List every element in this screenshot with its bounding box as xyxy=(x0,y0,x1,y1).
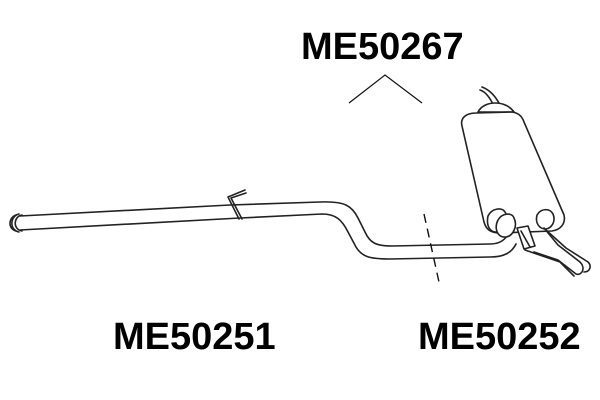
leader-lines-rear-silencer xyxy=(348,74,423,104)
front-pipe-icon xyxy=(9,201,517,260)
rear-silencer-icon xyxy=(460,86,591,277)
front-pipe-part-number: ME50251 xyxy=(113,316,276,358)
hanger-hook-icon xyxy=(227,189,247,220)
rear-silencer-part-number: ME50267 xyxy=(301,26,464,68)
separation-dashed-line xyxy=(423,213,440,283)
center-pipe-part-number: ME50252 xyxy=(418,316,581,358)
